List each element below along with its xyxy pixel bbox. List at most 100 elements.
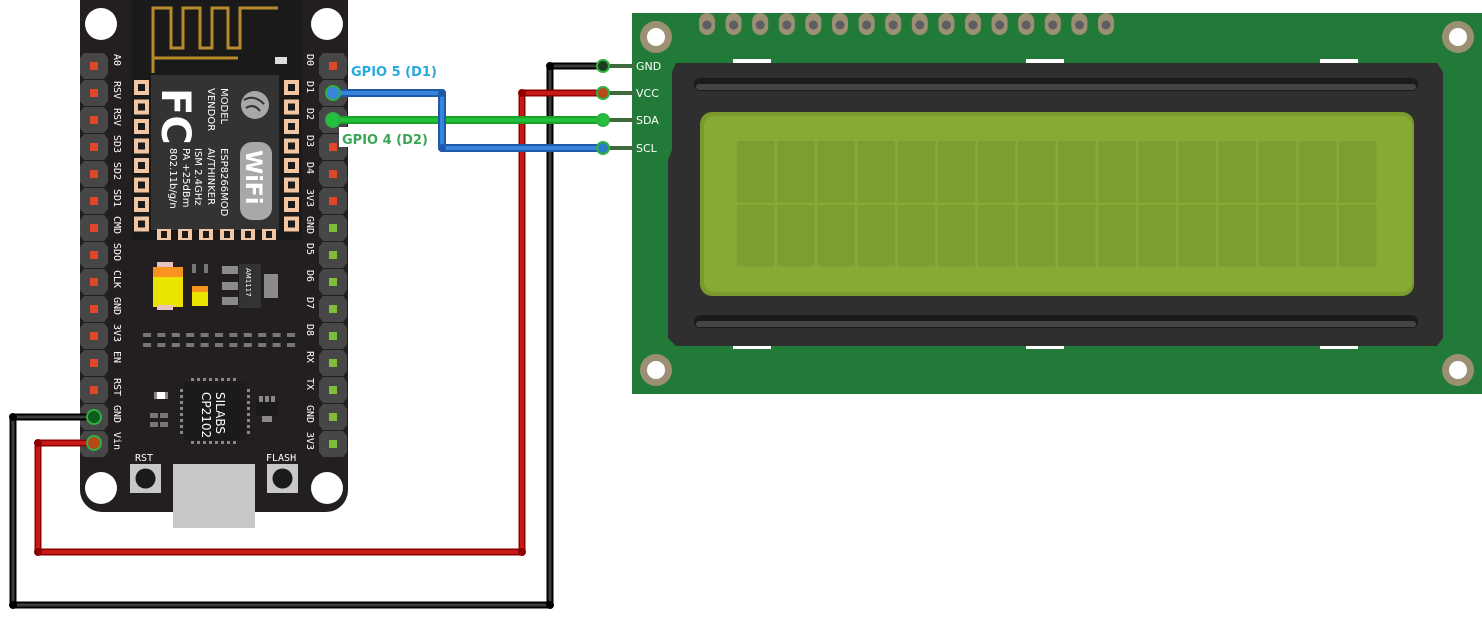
header-pin-right-3v3[interactable]	[319, 431, 347, 457]
pin-label: D6	[304, 270, 315, 282]
smd-led	[275, 57, 287, 64]
wire-endpoint	[86, 409, 102, 425]
pin-label: D5	[304, 243, 315, 255]
pin-label: CMD	[111, 216, 122, 234]
regulator-pad	[222, 282, 238, 290]
pin-label: GND	[304, 216, 315, 234]
espressif-logo-swirl	[243, 96, 265, 112]
board-mounting-hole	[85, 8, 117, 40]
antenna-trace	[151, 6, 278, 73]
lcd-character-cell	[937, 141, 976, 203]
wire-endpoint	[596, 113, 610, 127]
transistor-pin	[265, 396, 269, 402]
header-pin-right-gnd[interactable]	[319, 404, 347, 430]
pin-label: D0	[304, 54, 315, 66]
lcd-character-cell	[1218, 141, 1257, 203]
lcd-header-pin	[911, 13, 928, 35]
capacitor-small	[192, 286, 208, 292]
lcd-header-pin	[938, 13, 955, 35]
header-pin-left-sd2[interactable]	[80, 161, 108, 187]
capacitor-large-cap	[157, 262, 173, 268]
header-pin-left-rst[interactable]	[80, 377, 108, 403]
header-pin-left-sd3[interactable]	[80, 134, 108, 160]
pin-label: D1	[304, 81, 315, 93]
transistor	[256, 401, 278, 416]
pin-label: D7	[304, 297, 315, 309]
lcd-mounting-hole	[1442, 21, 1474, 53]
lcd-pin-stubs	[603, 64, 635, 150]
header-pin-left-a0[interactable]	[80, 53, 108, 79]
lcd-character-cell	[1098, 141, 1136, 203]
lcd-character-cell	[737, 205, 775, 267]
usb-chip-model: CP2102	[199, 392, 213, 438]
wire-gnd[interactable]	[9, 62, 603, 609]
wifi-logo-text: WiFi	[240, 150, 265, 204]
wire-endpoint	[596, 86, 610, 100]
header-pin-left-rsv[interactable]	[80, 107, 108, 133]
header-pin-left-gnd[interactable]	[80, 296, 108, 322]
pin-label: CLK	[111, 270, 122, 288]
header-pin-left-clk[interactable]	[80, 269, 108, 295]
pin-label: TX	[304, 378, 315, 390]
rst-button[interactable]	[130, 464, 161, 493]
header-pin-right-tx[interactable]	[319, 377, 347, 403]
lcd-header-pin	[1071, 13, 1088, 35]
usb-chip-vendor: SILABS	[213, 392, 227, 434]
lcd-slot-bottom-inner	[696, 321, 1416, 327]
usb-uart-chip	[184, 382, 246, 440]
lcd-header-pin	[1098, 13, 1114, 35]
lcd-character-cell	[1058, 141, 1096, 203]
board-mounting-hole	[311, 472, 343, 504]
usb-uart-chip-pins	[180, 378, 250, 444]
lcd-header-pin	[1018, 13, 1035, 35]
header-pin-left-cmd[interactable]	[80, 215, 108, 241]
board-mounting-hole	[311, 8, 343, 40]
lcd-mounting-hole	[640, 21, 672, 53]
lcd-character-cell	[1258, 205, 1297, 267]
lcd-character-cell	[1138, 205, 1176, 267]
wire-endpoint	[596, 141, 610, 155]
wire-endpoint	[596, 59, 610, 73]
pin-label: SDO	[111, 243, 122, 261]
pin-label: RSV	[111, 81, 122, 99]
pin-label: RST	[111, 378, 122, 396]
lcd-character-cell	[1298, 205, 1337, 267]
lcd-character-cell	[737, 141, 775, 203]
wire-scl[interactable]	[333, 89, 603, 152]
lcd-character-cell	[857, 141, 895, 203]
header-pin-right-d6[interactable]	[319, 269, 347, 295]
header-pin-right-d8[interactable]	[319, 323, 347, 349]
capacitor-small-body	[192, 292, 208, 306]
header-pin-right-gnd[interactable]	[319, 215, 347, 241]
pin-label: GND	[111, 405, 122, 423]
header-pin-right-3v3[interactable]	[319, 188, 347, 214]
header-pin-right-rx[interactable]	[319, 350, 347, 376]
header-pin-right-d5[interactable]	[319, 242, 347, 268]
lcd-character-cell	[1298, 141, 1337, 203]
lcd-character-cell	[817, 141, 855, 203]
pin-label: SD3	[111, 135, 122, 153]
wire-vcc[interactable]	[34, 89, 603, 556]
transistor-pin	[262, 416, 272, 422]
pin-label: 3V3	[304, 432, 315, 450]
header-pin-left-en[interactable]	[80, 350, 108, 376]
header-pin-left-rsv[interactable]	[80, 80, 108, 106]
lcd-character-cell	[1258, 141, 1297, 203]
module-ism-label: ISM 2.4GHz	[192, 148, 203, 206]
usb-connector	[173, 464, 255, 528]
smd-led-2-center	[157, 392, 165, 399]
header-pin-right-d7[interactable]	[319, 296, 347, 322]
header-pin-right-d0[interactable]	[319, 53, 347, 79]
transistor-pin	[271, 396, 275, 402]
header-pin-left-sdo[interactable]	[80, 242, 108, 268]
pin-label: 3V3	[304, 189, 315, 207]
capacitor-large	[153, 267, 183, 277]
header-pin-left-3v3[interactable]	[80, 323, 108, 349]
lcd-header-pin	[778, 13, 795, 35]
regulator-chip	[239, 264, 261, 308]
header-pin-right-d4[interactable]	[319, 161, 347, 187]
header-pin-left-sd1[interactable]	[80, 188, 108, 214]
lcd-character-cell	[1058, 205, 1096, 267]
flash-button[interactable]	[267, 464, 298, 493]
